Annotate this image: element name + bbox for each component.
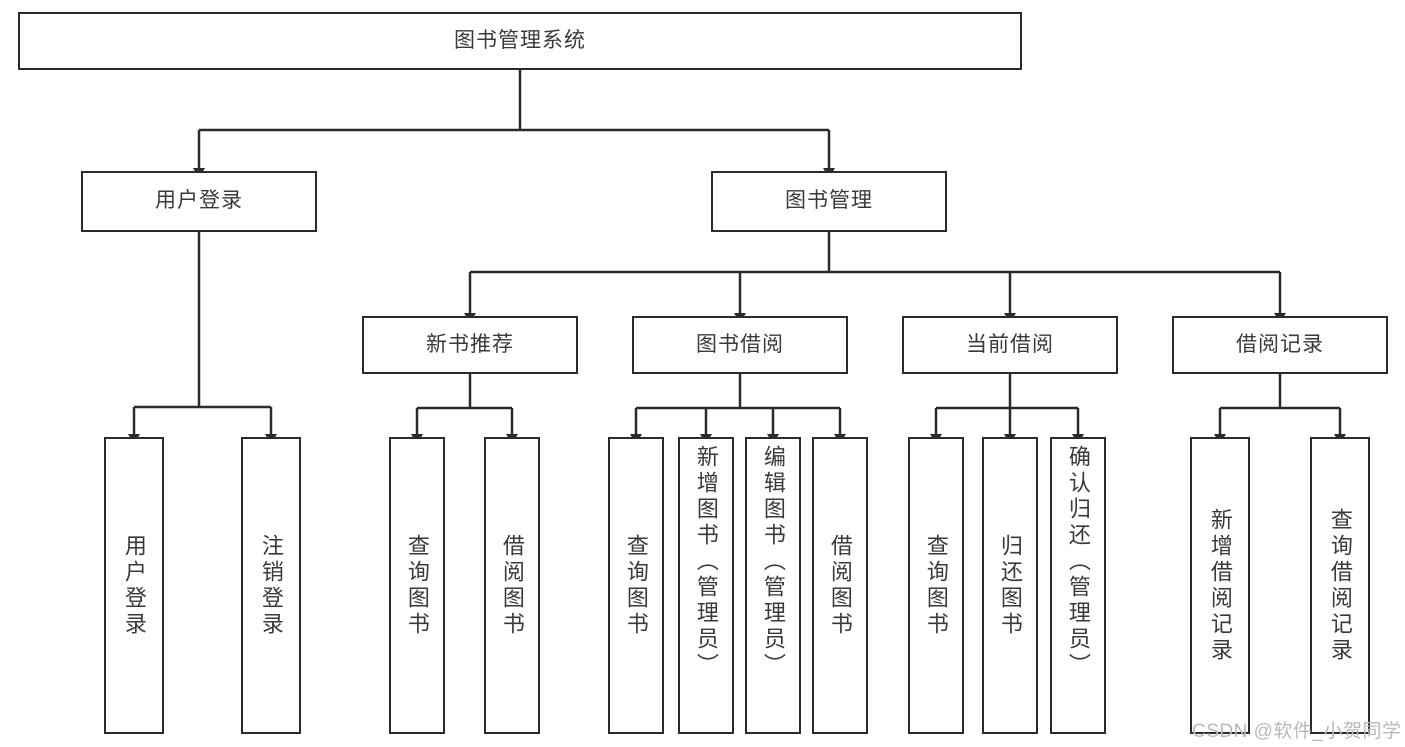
node-root: 图书管理系统 — [18, 12, 1022, 70]
node-label: 查询借阅记录 — [1327, 507, 1353, 664]
node-leaf-cb-return: 归还图书 — [982, 437, 1038, 734]
node-label: 借阅记录 — [1236, 332, 1324, 356]
node-leaf-bb-edit: 编辑图书（管理员） — [745, 437, 801, 734]
node-label: 查询图书 — [923, 533, 949, 638]
node-label: 查询图书 — [623, 533, 649, 638]
node-leaf-rec-add: 新增借阅记录 — [1190, 437, 1250, 734]
node-label: 图书借阅 — [696, 332, 784, 356]
node-leaf-cb-query: 查询图书 — [908, 437, 964, 734]
node-label: 查询图书 — [404, 533, 430, 638]
node-label: 确认归还（管理员） — [1065, 445, 1091, 679]
node-label: 用户登录 — [155, 189, 243, 213]
node-leaf-bb-add: 新增图书（管理员） — [678, 437, 734, 734]
node-label: 图书管理系统 — [454, 28, 586, 52]
node-label: 归还图书 — [997, 533, 1023, 638]
node-label: 借阅图书 — [827, 533, 853, 638]
node-l3-new-book: 新书推荐 — [362, 316, 578, 374]
node-leaf-cb-confirm: 确认归还（管理员） — [1050, 437, 1106, 734]
node-leaf-bb-borrow: 借阅图书 — [812, 437, 868, 734]
node-label: 新增借阅记录 — [1207, 507, 1233, 664]
node-l2-book-manage: 图书管理 — [711, 171, 947, 232]
node-label: 新增图书（管理员） — [693, 445, 719, 679]
node-label: 借阅图书 — [499, 533, 525, 638]
node-label: 图书管理 — [785, 189, 873, 213]
node-l3-records: 借阅记录 — [1172, 316, 1388, 374]
node-label: 新书推荐 — [426, 332, 514, 356]
node-label: 注销登录 — [258, 533, 284, 638]
node-l2-user-login: 用户登录 — [81, 171, 317, 232]
node-label: 用户登录 — [121, 533, 147, 638]
node-leaf-user-logout: 注销登录 — [241, 437, 301, 734]
node-leaf-bb-query: 查询图书 — [608, 437, 664, 734]
node-l3-current: 当前借阅 — [902, 316, 1118, 374]
node-l3-borrow: 图书借阅 — [632, 316, 848, 374]
node-leaf-user-login: 用户登录 — [104, 437, 164, 734]
node-leaf-nb-borrow: 借阅图书 — [484, 437, 540, 734]
node-label: 当前借阅 — [966, 332, 1054, 356]
node-leaf-nb-query: 查询图书 — [389, 437, 445, 734]
node-leaf-rec-query: 查询借阅记录 — [1310, 437, 1370, 734]
node-label: 编辑图书（管理员） — [760, 445, 786, 679]
